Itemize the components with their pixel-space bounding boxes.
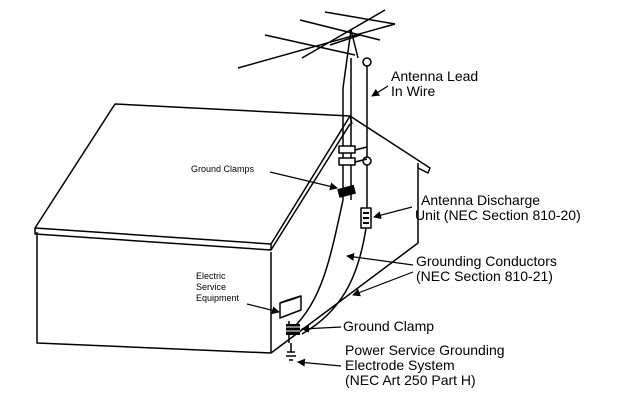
grounding-conductors-label-line1: Grounding Conductors (416, 253, 557, 269)
roof-side (349, 115, 431, 174)
leader-discharge (373, 206, 413, 220)
electric-service-label-line3: Equipment (196, 292, 240, 303)
grounding-conductor-2 (301, 227, 367, 335)
grounding-conductor-1 (292, 199, 344, 329)
leader-grounding-1 (346, 252, 414, 266)
roof-edge (34, 228, 272, 251)
ground-clamp-label: Ground Clamp (343, 318, 435, 334)
house-front-wall (36, 232, 272, 354)
ground-clamps-label: Ground Clamps (191, 164, 255, 174)
discharge-unit-label-line1: Antenna Discharge (421, 192, 541, 208)
grounding-conductors-label-line2: (NEC Section 810-21) (416, 268, 553, 285)
antenna-lead-label-line1: Antenna Lead (391, 68, 479, 84)
power-service-label-line1: Power Service Grounding (345, 342, 505, 358)
electric-service-label-line1: Electric (196, 271, 226, 281)
leader-grounding-2 (352, 271, 414, 297)
leader-ground-clamps (269, 171, 338, 191)
house-side-wall (270, 163, 419, 354)
grounding-conductors-label: Grounding Conductors (NEC Section 810-21… (416, 253, 557, 285)
leader-power-service (297, 358, 342, 367)
leader-electric (246, 303, 280, 315)
leader-antenna-lead (371, 85, 389, 97)
ground-clamp-mast (337, 184, 356, 198)
discharge-unit-label: Antenna Discharge Unit (NEC Section 810-… (415, 192, 581, 224)
leader-ground-clamp (301, 324, 342, 333)
discharge-unit-label-line2: Unit (NEC Section 810-20) (415, 207, 581, 224)
electric-service-label-line2: Service (196, 281, 227, 292)
power-service-label-line3: (NEC Art 250 Part H) (345, 372, 476, 389)
antenna-lead-label-line2: In Wire (391, 83, 436, 100)
ground-clamp-base (286, 324, 300, 335)
power-service-label-line2: Electrode System (345, 357, 455, 374)
antenna-mast (342, 58, 352, 200)
antenna-lead-label: Antenna Lead In Wire (391, 68, 479, 100)
electric-service-label: Electric Service Equipment (196, 271, 239, 303)
power-service-label: Power Service Grounding Electrode System… (345, 342, 505, 389)
